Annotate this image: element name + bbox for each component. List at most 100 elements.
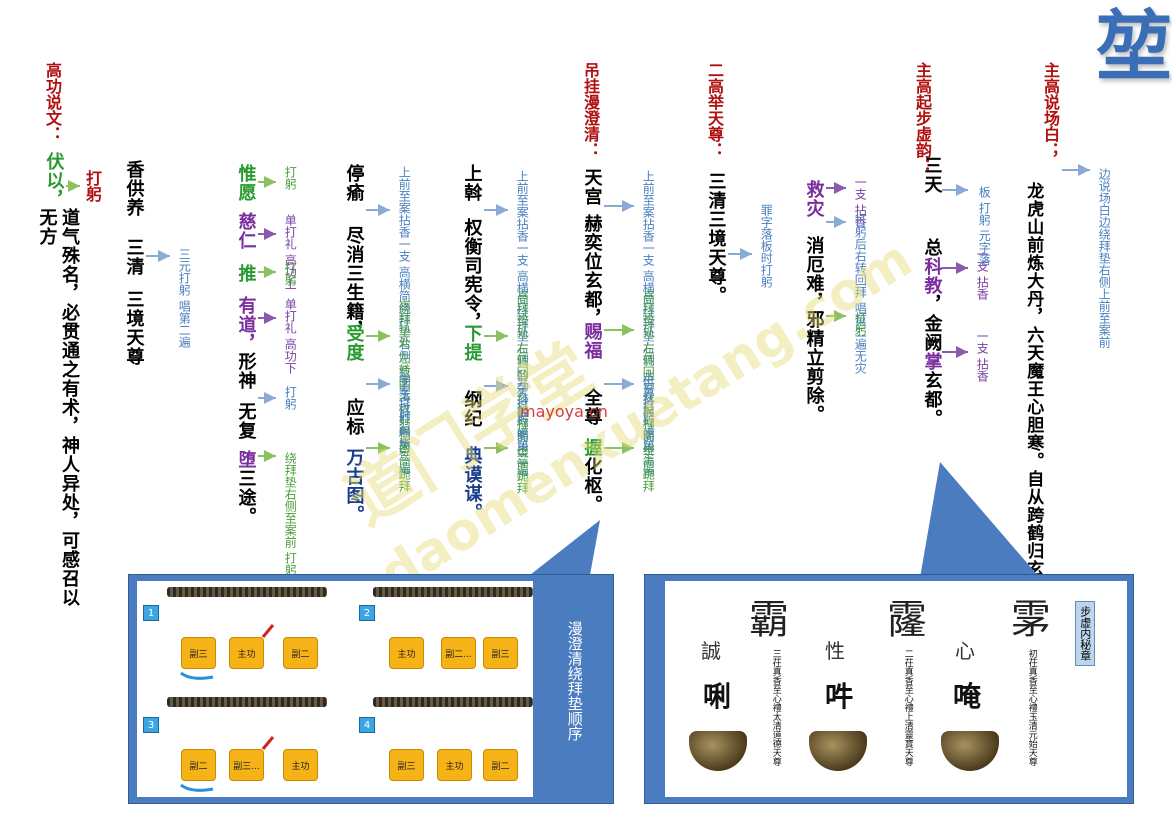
col-tingyi-l4: 应标 bbox=[343, 398, 365, 436]
callout-right-panel: 霸 霳 雺 誠 性 心 唎 吽 唵 三茌真香至心禮太清道德天尊 二茌真香至心禮上… bbox=[665, 581, 1127, 797]
col-diaogua-n4: 绕简跪拜 bbox=[641, 444, 656, 492]
callout-left-tail bbox=[530, 520, 600, 575]
col-weidu-n2: 单打礼 高功上 bbox=[283, 214, 298, 290]
col-gaoju-n2: 打躬后右转回拜 唱第二遍无灾 bbox=[853, 214, 868, 374]
col-weidu-n5: 打躬 bbox=[283, 386, 298, 410]
col-diaogua-l5: 握化枢。 bbox=[581, 438, 603, 514]
col-first-title: 高功说文： bbox=[43, 62, 62, 142]
col-xiang-l2: 三清 bbox=[123, 238, 145, 276]
position-badge: 副三 bbox=[181, 637, 216, 669]
position-badge: 副三... bbox=[229, 749, 264, 781]
kw-ke: 科 bbox=[921, 257, 943, 276]
col-buxu-n2: 板 打躬 元字落 bbox=[977, 186, 992, 266]
seal-char: 霸 bbox=[749, 597, 789, 643]
col-gaoju-note: 罪字落板时打躬 bbox=[759, 204, 774, 288]
col-gaoju-title: 二高举天尊： bbox=[705, 62, 724, 158]
prayer-text: 三茌真香至心禮太清道德天尊 bbox=[770, 649, 781, 766]
col-first-body: 道气殊名，必贯通之有术，神人异处，可感召以无方 bbox=[36, 208, 81, 607]
col-first-l1a: 伏以， bbox=[43, 152, 65, 209]
col-tingyi-n3: 字字打躬 唱第二遍 bbox=[397, 374, 412, 474]
col-diaogua-n2: 高拜垫处 左转回三 打躬横简 bbox=[641, 290, 656, 442]
col-weidu-l5: 形神 bbox=[235, 352, 257, 390]
incense-burner-icon bbox=[809, 731, 867, 771]
col-xiang-l3: 三境天尊 bbox=[123, 290, 145, 366]
col-gaoju-n1: 一支 拈香 bbox=[853, 176, 868, 228]
col-weidu-n3: 打躬 bbox=[283, 262, 298, 286]
incense-burner-icon bbox=[689, 731, 747, 771]
col-shangqian-l2: 权衡司宪令， bbox=[461, 218, 483, 332]
step-number: 1 bbox=[143, 605, 159, 621]
label-char: 誠 bbox=[701, 639, 721, 663]
position-badge: 副三 bbox=[483, 637, 518, 669]
movement-arrows bbox=[180, 624, 275, 792]
col-shangqian-n3: 九气打躬 唱第二遍 bbox=[515, 376, 530, 476]
col-gaoju-l2: 消厄难， bbox=[803, 236, 825, 312]
position-badge: 副二... bbox=[441, 637, 476, 669]
position-badge: 主功 bbox=[437, 749, 472, 781]
logo: 堃 bbox=[1083, 6, 1172, 82]
position-badge: 副二 bbox=[283, 637, 318, 669]
col-tingyi-n1: 上前至案拈香一支 高横简绕拜垫右侧 愈字落板打躬毕三 bbox=[397, 166, 412, 462]
col-tingyi-l1: 停瘉 bbox=[343, 164, 365, 202]
col-weidu-l7: 堕三途。 bbox=[235, 450, 257, 526]
col-weidu-l1: 惟愿 bbox=[235, 164, 257, 202]
col-weidu-l2: 慈仁 bbox=[235, 212, 257, 250]
col-tingyi-n4: 绕简跪拜 bbox=[397, 444, 412, 492]
col-buxu-n3: 一支 拈香 bbox=[975, 330, 990, 382]
callout-right: 霸 霳 雺 誠 性 心 唎 吽 唵 三茌真香至心禮太清道德天尊 二茌真香至心禮上… bbox=[644, 574, 1134, 804]
position-badge: 主功 bbox=[229, 637, 264, 669]
col-weidu-n4: 单打礼 高功下 bbox=[283, 298, 298, 374]
col-tingyi-l3: 受度 bbox=[343, 324, 365, 362]
label-char: 心 bbox=[955, 639, 975, 663]
callout-left-panel: 1 2 3 4 副三 主功 副二 主功 副二... 副三 副二 副三... 主功… bbox=[137, 581, 533, 797]
col-shangqian-n4: 绕简跪拜 bbox=[515, 446, 530, 494]
col-gaoju-l3: 邪精立剪除。 bbox=[803, 310, 825, 424]
col-shangqian-l3: 下提 bbox=[461, 324, 483, 362]
step-number: 4 bbox=[359, 717, 375, 733]
callout-right-caption: 步虚内秘章 bbox=[1075, 601, 1095, 666]
col-gaoju-l1: 救灾 bbox=[803, 180, 825, 218]
col-buxu-l2: 总科教， bbox=[921, 238, 943, 314]
label-char: 性 bbox=[825, 639, 845, 663]
col-weidu-l6: 无复 bbox=[235, 402, 257, 440]
bench bbox=[373, 587, 533, 597]
col-diaogua-l1: 天宫 bbox=[581, 168, 603, 206]
incense-burner-icon bbox=[941, 731, 999, 771]
position-badge: 主功 bbox=[283, 749, 318, 781]
col-diaogua-l2: 赫奕位玄都， bbox=[581, 214, 603, 328]
col-buxu-l1: 三天 bbox=[921, 156, 943, 194]
col-tingyi-n2: 高拜垫处 左转回三 打躬横简 bbox=[397, 300, 412, 452]
bench bbox=[167, 697, 327, 707]
seal-char: 霳 bbox=[887, 597, 927, 643]
position-badge: 副三 bbox=[389, 749, 424, 781]
col-shangqian-l1: 上斡 bbox=[461, 164, 483, 202]
col-shangqian-n1: 上前至案拈香一支 高横简绕拜垫右侧 斡字落板打躬毕二 bbox=[515, 170, 530, 466]
kw-jiao: 教 bbox=[921, 276, 943, 295]
col-tingyi-l5: 万古图。 bbox=[343, 448, 365, 524]
col-diaogua-n3: 供养打躬 唱第二遍 bbox=[641, 376, 656, 476]
col-weidu-l4: 有道， bbox=[235, 296, 257, 353]
position-badge: 副二 bbox=[483, 749, 518, 781]
col-first-l1b: 打躬 bbox=[83, 170, 102, 202]
col-gaoju-main: 三清三境天尊。 bbox=[705, 172, 727, 305]
bench bbox=[167, 587, 327, 597]
col-xiang-l1: 香供养 bbox=[123, 160, 145, 217]
col-weidu-l3: 推 bbox=[235, 264, 257, 283]
col-diaogua-l4: 全尊 bbox=[581, 388, 603, 426]
position-badge: 主功 bbox=[389, 637, 424, 669]
prayer-text: 初茌真香至心禮玉清元始天尊 bbox=[1026, 649, 1037, 766]
mantra-char: 吽 bbox=[825, 680, 854, 713]
bench bbox=[373, 697, 533, 707]
col-buxu-n1: 一支 拈香 bbox=[975, 248, 990, 300]
callout-left-caption: 漫澄清绕拜垫顺序 bbox=[565, 621, 584, 741]
col-main-note: 边说场白边绕拜垫右侧上前至案前 bbox=[1097, 168, 1112, 348]
col-diaogua-l3: 赐福 bbox=[581, 322, 603, 360]
callout-right-tail bbox=[920, 462, 1040, 578]
kw-zhang: 掌 bbox=[921, 352, 943, 371]
col-tingyi-l2: 尽消三生籍， bbox=[343, 226, 365, 340]
col-buxu-l3: 金阙掌玄都。 bbox=[921, 314, 943, 428]
mantra-char: 唵 bbox=[953, 680, 982, 713]
col-buxu-title: 主高起步虚韵： bbox=[913, 62, 932, 174]
step-number: 2 bbox=[359, 605, 375, 621]
col-shangqian-l4: 纲纪 bbox=[461, 390, 483, 428]
